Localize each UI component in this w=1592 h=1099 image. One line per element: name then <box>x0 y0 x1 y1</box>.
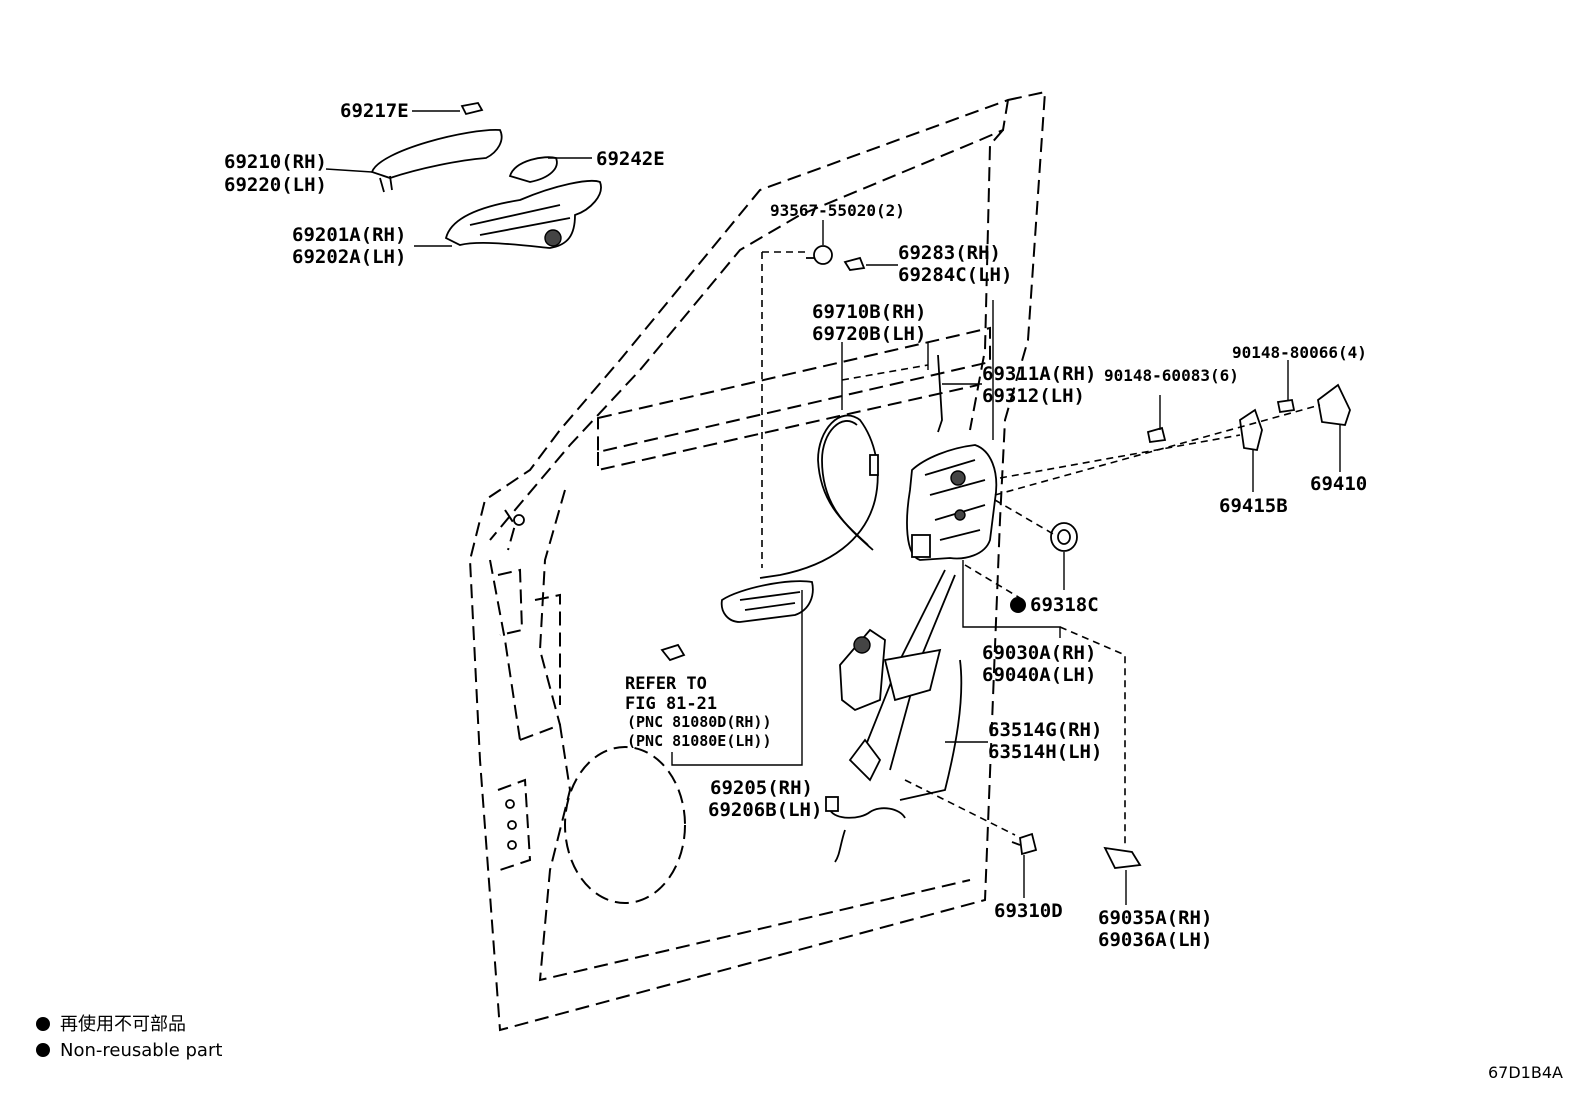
inside-handle-part <box>720 580 814 623</box>
part-69035A <box>1103 846 1142 869</box>
lock-cable <box>759 414 879 579</box>
label-69318C: 69318C <box>1030 594 1099 616</box>
label-69217E: 69217E <box>340 100 409 122</box>
bolt-part-69310D <box>1019 832 1038 856</box>
striker-69410 <box>1317 383 1351 426</box>
label-69202A: 69202A(LH) <box>292 246 406 268</box>
label-69220: 69220(LH) <box>224 174 327 196</box>
label-69311A: 69311A(RH) <box>982 363 1096 385</box>
label-69284C: 69284C(LH) <box>898 264 1012 286</box>
label-69310D: 69310D <box>994 900 1063 922</box>
clip-part-69283 <box>843 256 866 271</box>
label-69410: 69410 <box>1310 473 1367 495</box>
label-69710B: 69710B(RH) <box>812 301 926 323</box>
refer-pnc-lh: (PNC 81080E(LH)) <box>627 732 772 750</box>
label-69415B: 69415B <box>1219 495 1288 517</box>
leader-lines <box>325 110 1341 905</box>
label-69210: 69210(RH) <box>224 151 327 173</box>
label-69036A: 69036A(LH) <box>1098 929 1212 951</box>
handle-frame-part <box>444 179 602 249</box>
label-69312: 69312(LH) <box>982 385 1085 407</box>
refer-part <box>660 643 686 662</box>
cable-clamp <box>869 454 879 476</box>
label-69206B: 69206B(LH) <box>708 799 822 821</box>
clip-part-93567 <box>813 245 833 265</box>
label-69283: 69283(RH) <box>898 242 1001 264</box>
legend: 再使用不可部品 Non-reusable part <box>36 1014 222 1061</box>
handle-cover-part <box>508 156 558 183</box>
label-69030A: 69030A(RH) <box>982 642 1096 664</box>
figure-code: 67D1B4A <box>1488 1063 1563 1082</box>
wire-harness <box>829 807 906 863</box>
label-69242E: 69242E <box>596 148 665 170</box>
door-lock-assembly <box>906 444 998 561</box>
label-69035A: 69035A(RH) <box>1098 907 1212 929</box>
handle-cap-part <box>460 101 484 116</box>
label-69205: 69205(RH) <box>710 777 813 799</box>
door-outline <box>468 90 1047 1032</box>
window-regulator <box>839 569 963 801</box>
legend-text-jp: 再使用不可部品 <box>60 1014 186 1035</box>
label-90148-60083: 90148-60083(6) <box>1104 366 1239 385</box>
outside-handle-part <box>370 129 503 179</box>
refer-pnc-rh: (PNC 81080D(RH)) <box>627 713 772 731</box>
legend-bullet-en <box>36 1043 50 1057</box>
lock-rod <box>937 354 943 433</box>
striker-shim-69415B <box>1239 408 1263 452</box>
label-69201A: 69201A(RH) <box>292 224 406 246</box>
outside-handle-group <box>370 101 602 249</box>
legend-text-en: Non-reusable part <box>60 1040 222 1061</box>
refer-to-line[interactable]: REFER TO <box>625 674 707 694</box>
label-63514H: 63514H(LH) <box>988 741 1102 763</box>
part-labels: 69217E 69210(RH) 69220(LH) 69242E 69201A… <box>224 100 1367 951</box>
label-90148-80066: 90148-80066(4) <box>1232 343 1367 362</box>
non-reusable-marker <box>1010 597 1026 613</box>
screw-90148-80066 <box>1276 398 1296 414</box>
label-69040A: 69040A(LH) <box>982 664 1096 686</box>
screw-90148-60083 <box>1146 426 1167 444</box>
label-63514G: 63514G(RH) <box>988 719 1102 741</box>
legend-bullet-jp <box>36 1017 50 1031</box>
refer-fig-line[interactable]: FIG 81-21 <box>625 694 717 714</box>
seal-part-69318C <box>1050 522 1078 552</box>
label-69720B: 69720B(LH) <box>812 323 926 345</box>
label-93567: 93567-55020(2) <box>770 201 905 220</box>
harness-connector <box>825 796 839 812</box>
